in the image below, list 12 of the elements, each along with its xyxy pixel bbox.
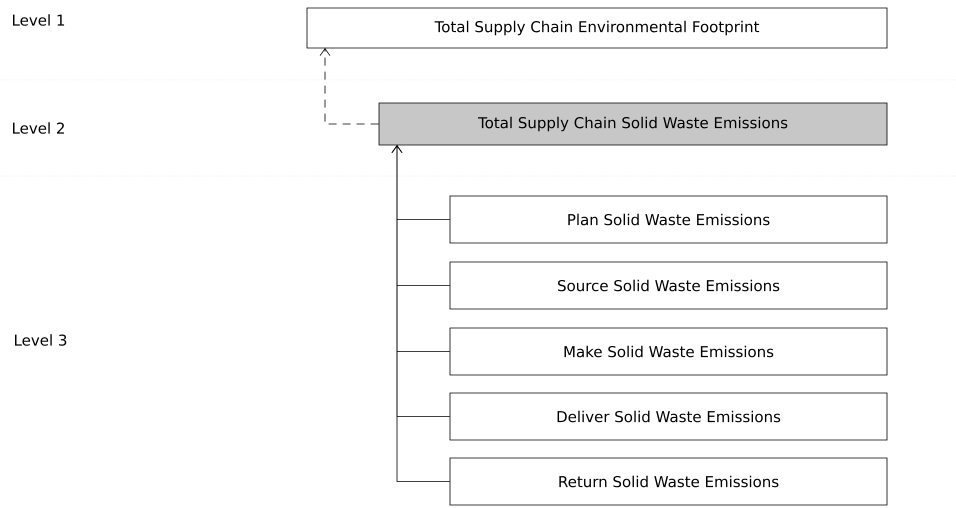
level-label: Level 1: [13, 14, 64, 26]
process-box: Return Solid Waste Emissions: [450, 458, 888, 506]
arrow: [392, 145, 450, 482]
process-box: Total Supply Chain Environmental Footprint: [306, 8, 888, 48]
level-label: Level 2: [13, 122, 64, 134]
level-label: Level 3: [15, 334, 66, 346]
process-box: Plan Solid Waste Emissions: [450, 196, 888, 244]
arrow: [320, 48, 379, 124]
process-box: Make Solid Waste Emissions: [450, 328, 888, 376]
process-box: Deliver Solid Waste Emissions: [450, 392, 888, 440]
process-box: Total Supply Chain Solid Waste Emissions: [378, 102, 888, 146]
process-box: Source Solid Waste Emissions: [450, 262, 888, 310]
